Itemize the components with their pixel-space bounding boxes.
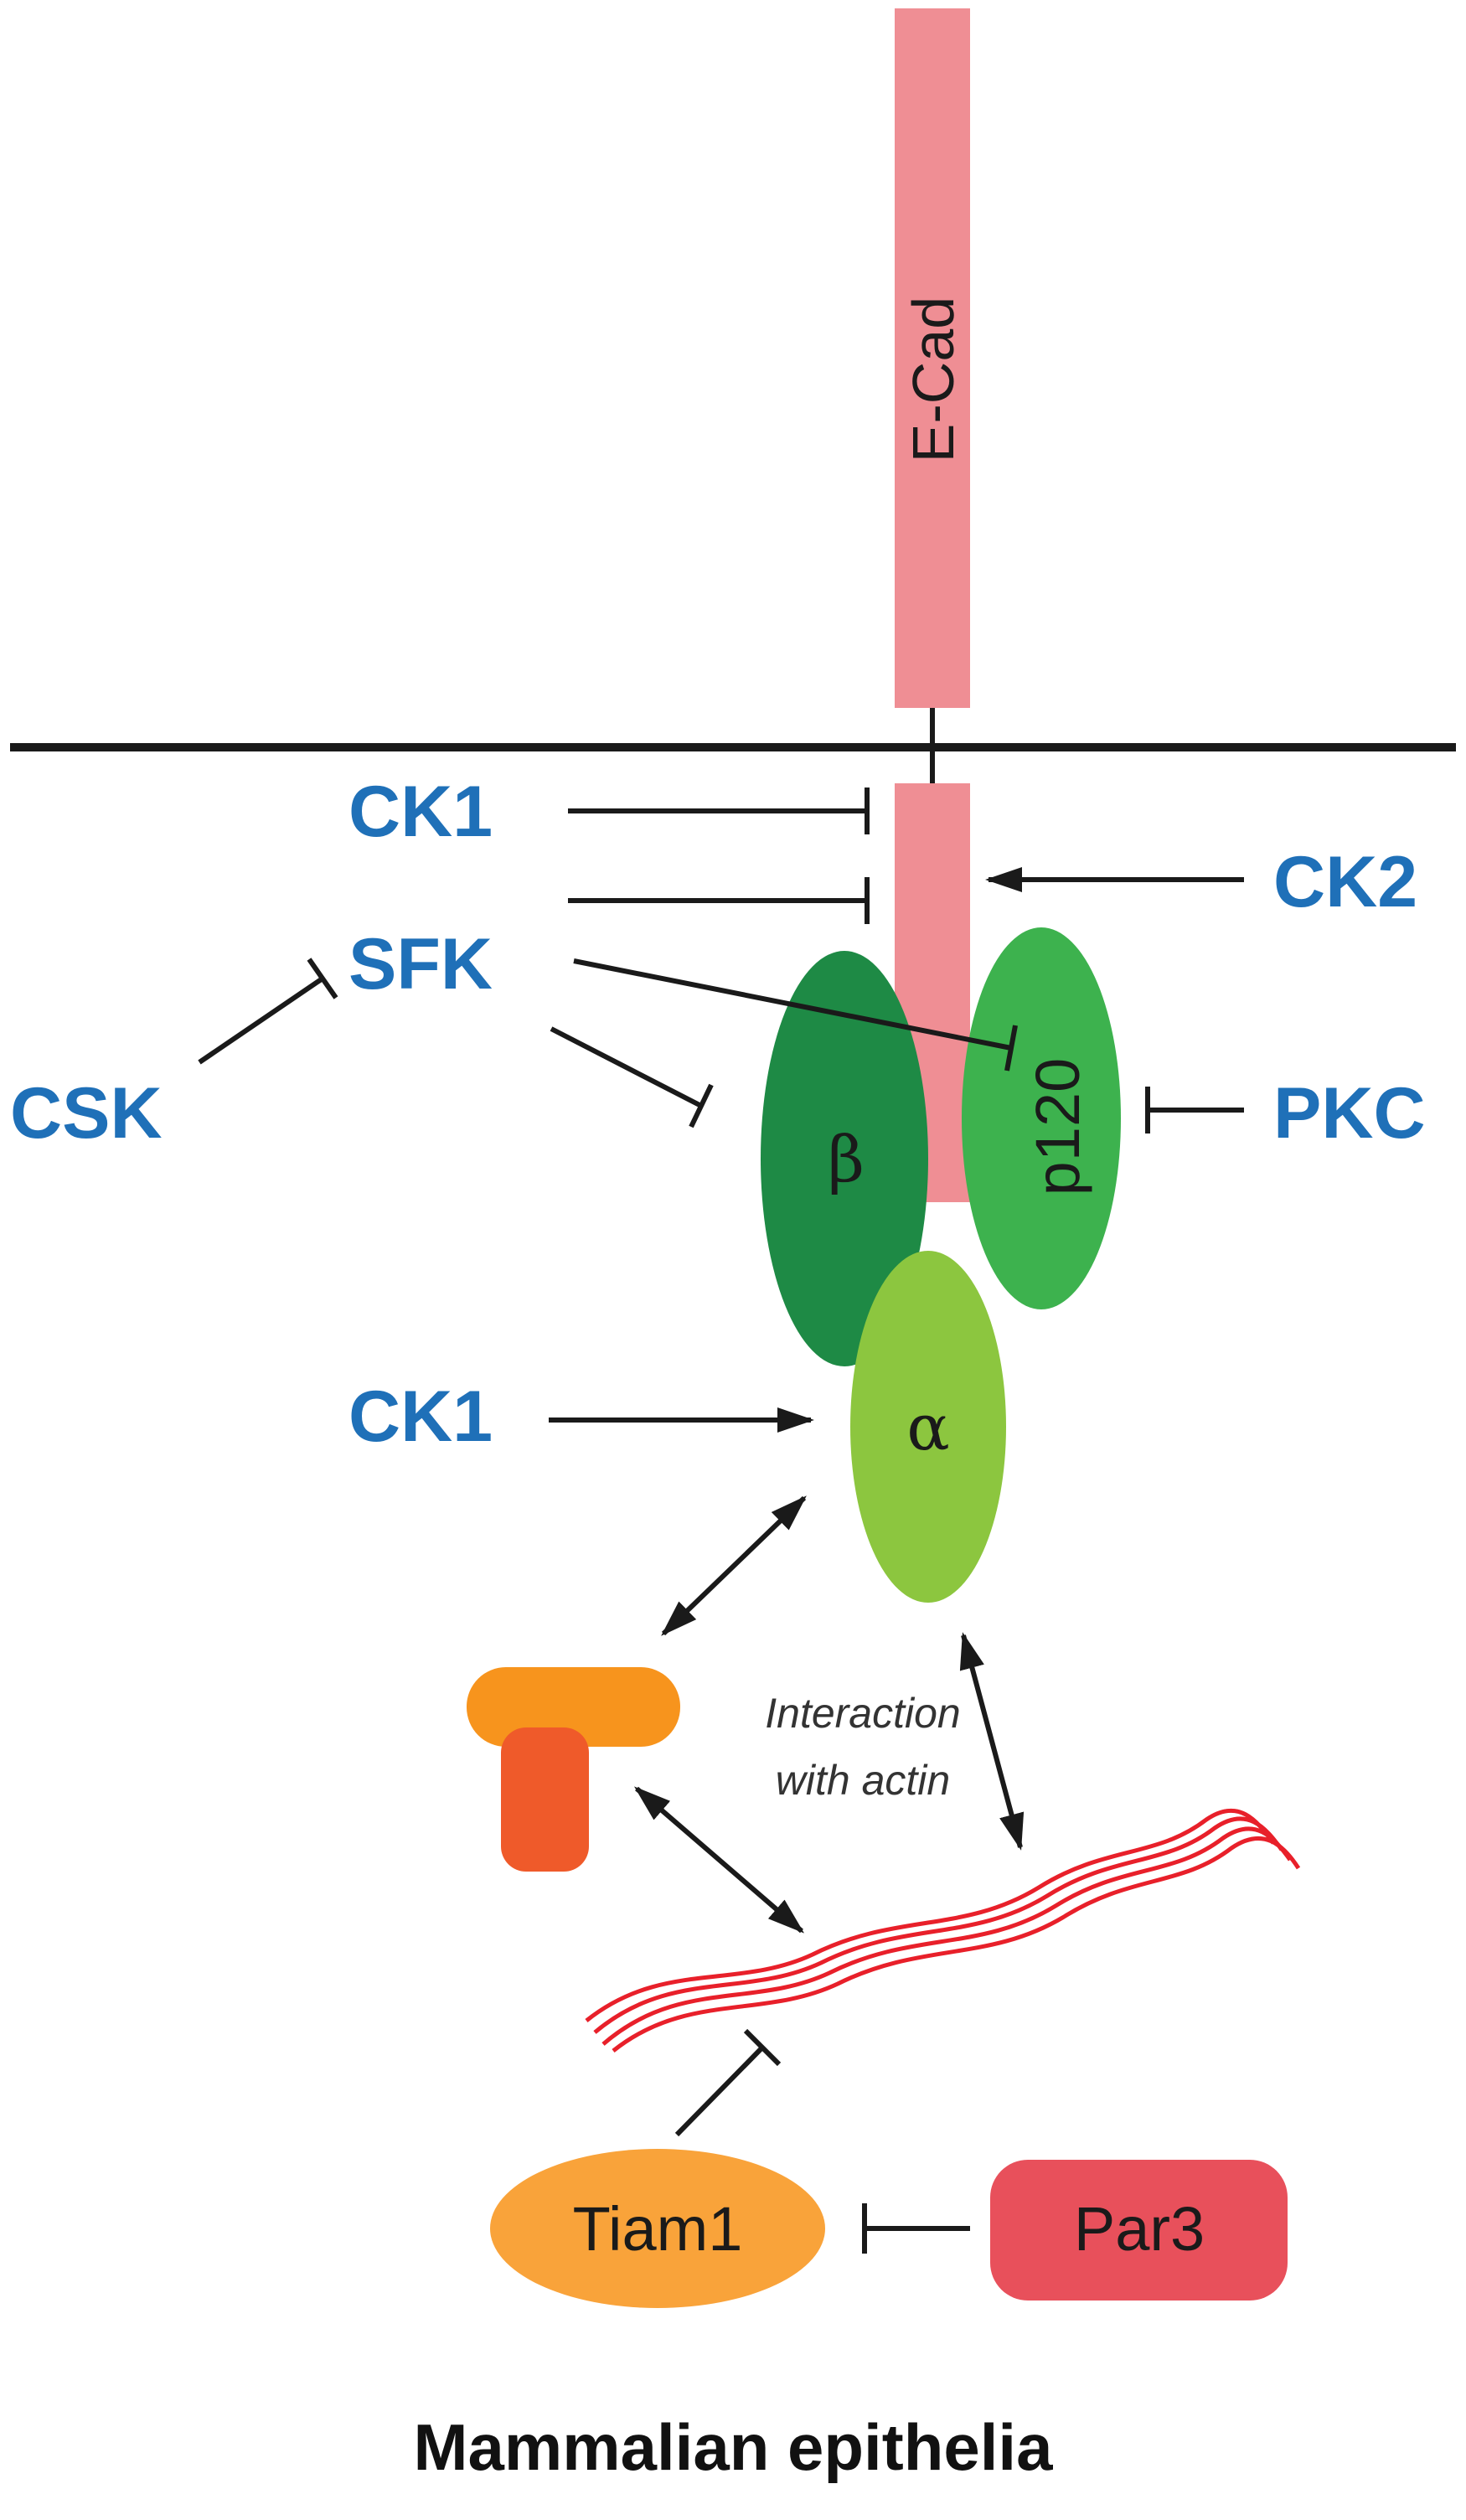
edge-csk-inhibits-sfk — [198, 958, 338, 1065]
actin-binding-protein-top — [467, 1667, 680, 1747]
sfk-label: SFK — [348, 924, 493, 1004]
edge-alpha-actin — [959, 1632, 1025, 1851]
par3-label: Par3 — [1074, 2194, 1205, 2264]
edge-alpha-binding-protein — [661, 1495, 807, 1636]
ck2-label: CK2 — [1273, 842, 1417, 922]
ck1-top-label: CK1 — [348, 772, 493, 852]
par3-node — [990, 2160, 1288, 2301]
edge-ck1-inhibits-ecad — [568, 788, 870, 834]
interaction-annotation-line1: Interaction — [765, 1690, 960, 1737]
edge-sfk-inhibits-beta — [550, 1026, 714, 1128]
alpha-catenin — [850, 1251, 1006, 1603]
actin-binding-protein-bottom — [501, 1727, 589, 1872]
edge-pkc-inhibits-p120 — [1145, 1087, 1244, 1133]
p120-catenin — [962, 927, 1121, 1309]
tiam1-label: Tiam1 — [573, 2194, 743, 2264]
beta-label: β — [828, 1122, 865, 1196]
interaction-annotation-line2: with actin — [776, 1757, 950, 1804]
edge-par3-inhibits-tiam1 — [862, 2203, 970, 2254]
pkc-label: PKC — [1273, 1073, 1426, 1154]
edge-tiam1-inhibits-actin — [674, 2028, 782, 2137]
diagram-caption: Mammalian epithelia — [414, 2410, 1054, 2484]
csk-label: CSK — [10, 1073, 163, 1154]
beta-catenin — [761, 951, 928, 1366]
p120-label: p120 — [1023, 1058, 1092, 1196]
edge-binding-protein-actin — [633, 1786, 805, 1934]
alpha-label: α — [906, 1390, 949, 1464]
ecad-label: E-Cad — [901, 297, 966, 462]
tiam1-node — [490, 2149, 825, 2308]
ck1-bottom-label: CK1 — [348, 1376, 493, 1457]
edge-sfk-inhibits-p120 — [573, 958, 1018, 1072]
actin-filament — [585, 1808, 1301, 2053]
ecad-extracellular-domain — [895, 8, 970, 708]
edge-sfk-inhibits-ecad — [568, 877, 870, 924]
